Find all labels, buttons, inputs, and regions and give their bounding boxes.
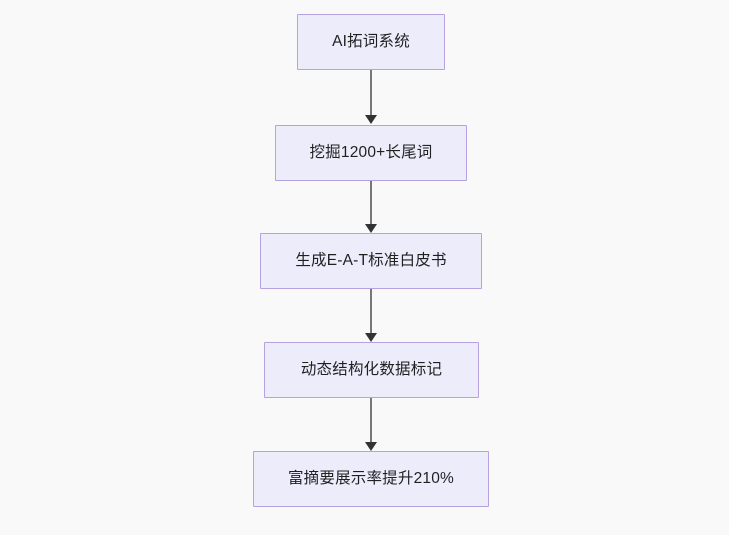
arrow-down-icon [365,333,377,342]
node-label: 挖掘1200+长尾词 [309,144,433,162]
node-label: 动态结构化数据标记 [300,361,443,379]
flowchart-edge-connector [370,181,372,225]
flowchart-node-generate-eat-whitepaper[interactable]: 生成E-A-T标准白皮书 [260,233,482,289]
flowchart-node-dynamic-structured-data-markup[interactable]: 动态结构化数据标记 [264,342,479,398]
flowchart-node-mine-longtail-keywords[interactable]: 挖掘1200+长尾词 [275,125,467,181]
arrow-down-icon [365,115,377,124]
arrow-down-icon [365,224,377,233]
flowchart-edge-connector [370,398,372,443]
arrow-down-icon [365,442,377,451]
flowchart-edge-connector [370,70,372,116]
flowchart-node-rich-snippet-impression-lift[interactable]: 富摘要展示率提升210% [253,451,489,507]
flowchart-node-ai-keyword-system[interactable]: AI拓词系统 [297,14,445,70]
flowchart-edge-connector [370,289,372,334]
node-label: 生成E-A-T标准白皮书 [295,252,447,270]
node-label: 富摘要展示率提升210% [287,470,455,488]
node-label: AI拓词系统 [332,33,410,51]
